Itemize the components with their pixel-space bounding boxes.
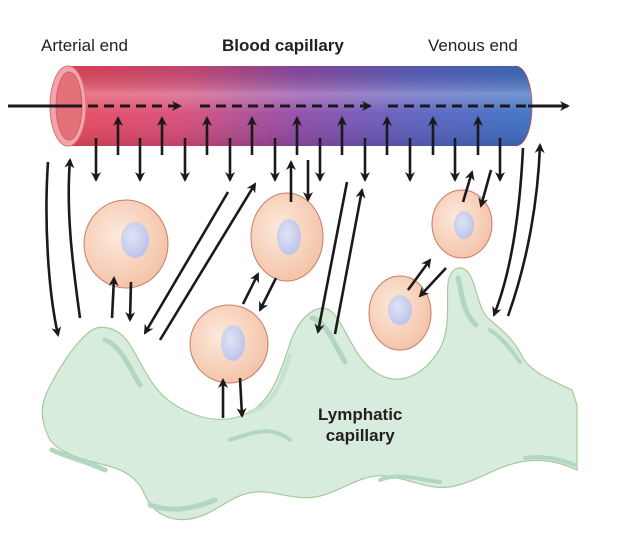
lymphatic-shade: [248, 353, 292, 414]
tissue-cell: [368, 275, 432, 351]
arrow-out-of-cell: [236, 377, 247, 418]
arrow-to-capillary-right: [506, 143, 545, 317]
label-lymphatic-line1: Lymphatic: [318, 405, 403, 424]
lymphatic-shade: [49, 447, 108, 473]
label-lymphatic-capillary: Lymphatic capillary: [318, 404, 402, 446]
arrow-to-lymph: [143, 191, 230, 335]
arrow-into-cell: [418, 267, 447, 298]
cell-nucleus: [121, 222, 149, 258]
lymphatic-shade: [228, 429, 292, 442]
label-blood-capillary: Blood capillary: [222, 36, 344, 55]
arrow-into-cell: [108, 276, 119, 319]
lymphatic-shade: [378, 474, 442, 484]
arrow-out-of-cell: [125, 281, 136, 322]
cell-nucleus: [454, 211, 474, 239]
cell-nucleus: [221, 325, 245, 361]
cell-nucleus: [277, 219, 301, 255]
arrow-to-lymph: [314, 181, 349, 334]
tissue-cell: [250, 192, 324, 282]
arrow-to-lymph-right: [492, 147, 525, 317]
lymphatic-shade: [102, 337, 143, 388]
tissue-cells: [83, 189, 493, 384]
lymphatic-capillary: [41, 267, 578, 521]
lymphatic-shade: [455, 275, 479, 328]
tissue-cell: [83, 199, 169, 289]
label-venous-end: Venous end: [428, 36, 518, 55]
arrow-out-of-cell: [406, 258, 432, 291]
arrow-out-of-cell: [461, 170, 475, 203]
cell-nucleus: [388, 295, 412, 325]
arrow-to-capillary-left: [64, 158, 82, 319]
arrow-to-capillary: [158, 182, 257, 341]
tissue-cell: [431, 189, 493, 259]
lymphatic-shade: [309, 315, 348, 365]
arrow-between-cells: [258, 277, 278, 312]
label-arterial-end: Arterial end: [41, 36, 128, 55]
lymphatic-body: [41, 267, 578, 521]
arrow-to-lymph-left: [45, 161, 62, 337]
tissue-cell: [189, 304, 269, 384]
interstitial-arrows: [45, 143, 545, 418]
arrow-into-cell: [478, 169, 493, 208]
lymphatic-shade: [147, 497, 218, 512]
exchange-arrows: [91, 116, 505, 182]
arrow-to-capillary: [333, 188, 366, 335]
arrow-between-cells: [241, 272, 260, 305]
label-lymphatic-line2: capillary: [325, 426, 395, 445]
lymphatic-shade: [488, 328, 522, 364]
lymphatic-shade: [523, 455, 577, 467]
